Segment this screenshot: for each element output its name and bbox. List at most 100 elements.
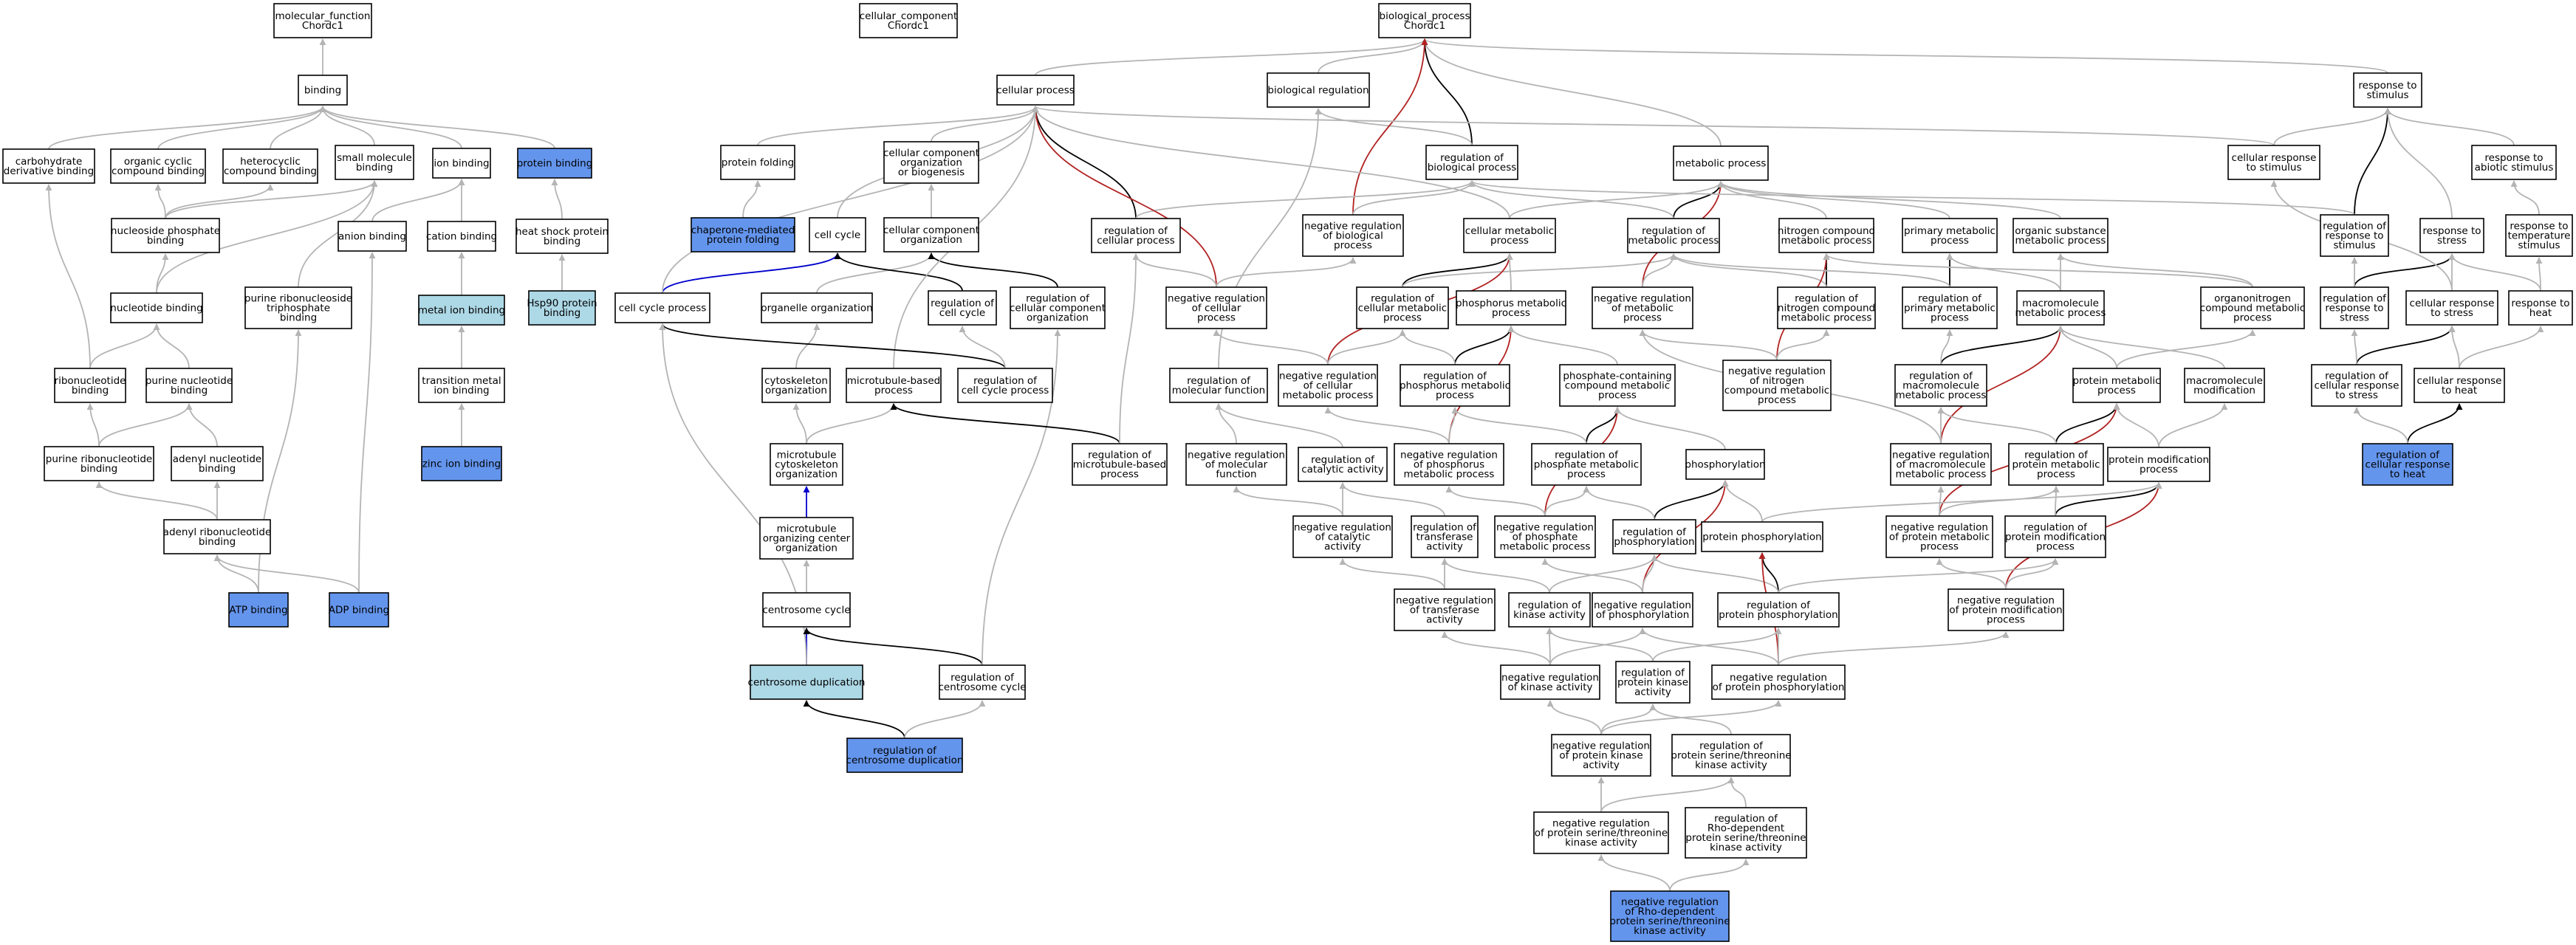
node-zinc-ion[interactable]: zinc ion binding [421,446,502,481]
node-cell-cycle[interactable]: cell cycle [809,217,866,252]
node-phosphorylation[interactable]: phosphorylation [1685,449,1766,480]
node-protein-bind[interactable]: protein binding [517,148,593,179]
node-cellular-process[interactable]: cellular process [996,75,1075,106]
node-nucleotide-bind[interactable]: nucleotide binding [110,292,203,323]
node-anion-bind[interactable]: anion binding [338,221,407,252]
node-protein-phosphorylation[interactable]: protein phosphorylation [1701,521,1823,552]
node-cell-cycle-process[interactable]: cell cycle process [614,292,710,323]
node-binding[interactable]: binding [298,75,348,106]
node-metal-ion[interactable]: metal ion binding [418,295,505,326]
node-protein-folding[interactable]: protein folding [720,145,795,180]
node-bio-reg[interactable]: biological regulation [1267,72,1370,108]
node-organelle-org[interactable]: organelle organization [761,292,873,323]
node-adp-bind[interactable]: ADP binding [329,592,389,628]
node-atp-bind[interactable]: ATP binding [228,592,289,628]
node-metabolic-process[interactable]: metabolic process [1673,145,1769,181]
node-centrosome-dup[interactable]: centrosome duplication [748,664,866,700]
node-ion-bind[interactable]: ion binding [432,148,491,179]
node-centrosome-cycle[interactable]: centrosome cycle [762,592,851,628]
